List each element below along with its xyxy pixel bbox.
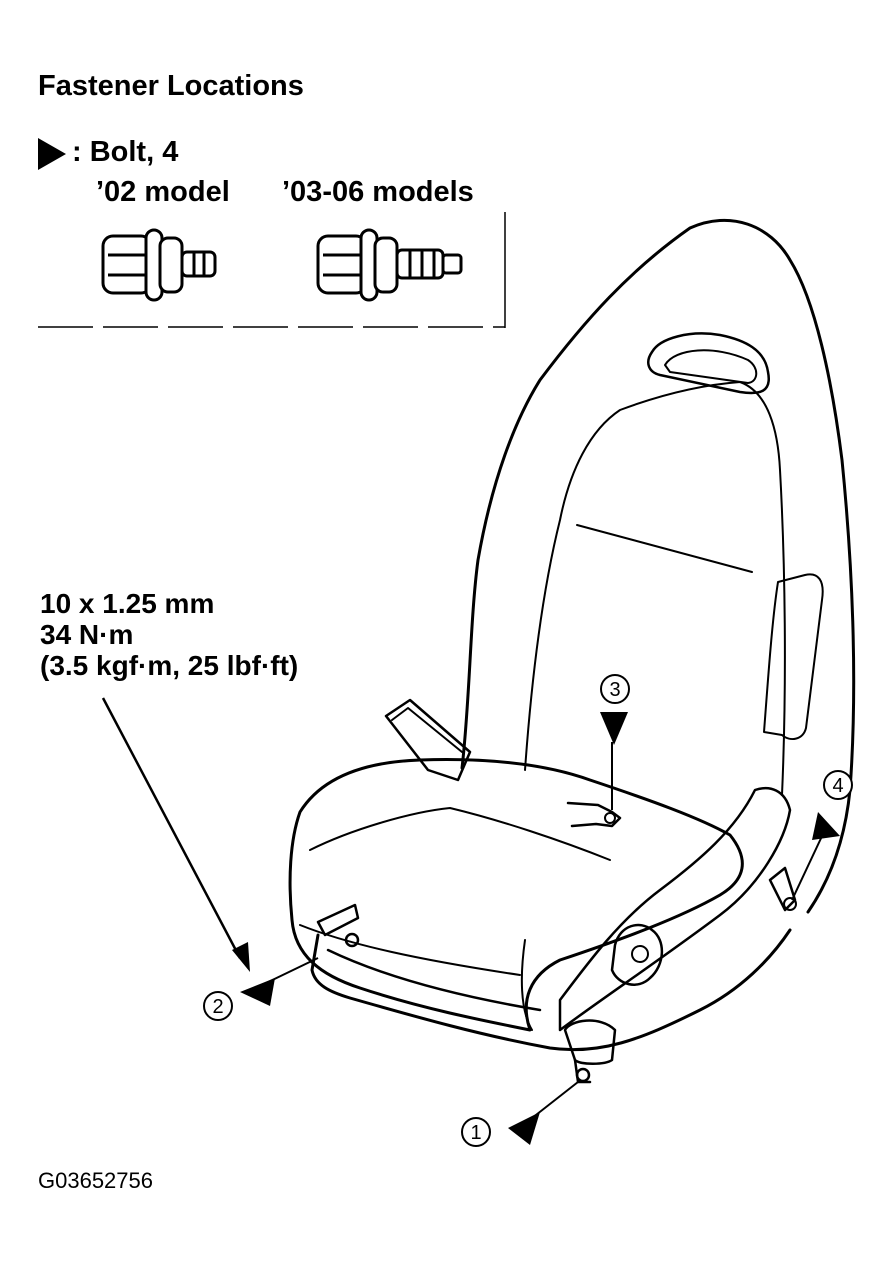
front-left-bracket bbox=[316, 903, 360, 937]
callout-3-label: 3 bbox=[609, 679, 620, 701]
torque-spec-imperial: (3.5 kgf·m, 25 lbf·ft) bbox=[40, 650, 299, 681]
callout-2-pointer-icon bbox=[240, 978, 275, 1006]
legend-pointer-icon bbox=[38, 138, 66, 170]
callout-3: 3 bbox=[600, 674, 630, 704]
rear-right-bracket bbox=[768, 866, 797, 912]
seat-rail-frame bbox=[310, 928, 792, 1052]
figure-id: G03652756 bbox=[38, 1168, 153, 1193]
seat-illustration bbox=[288, 218, 856, 1084]
callout-1-label: 1 bbox=[470, 1122, 481, 1144]
model-02-label: ’02 model bbox=[96, 176, 230, 208]
seat-belt-buckle bbox=[384, 698, 472, 782]
callout-4: 4 bbox=[823, 770, 853, 800]
seat-cushion bbox=[288, 758, 744, 1032]
legend-text: : Bolt, 4 bbox=[72, 136, 179, 168]
callout-1-pointer-icon bbox=[508, 1112, 540, 1145]
seatback-inner-panel bbox=[524, 381, 786, 796]
side-vent-slot bbox=[763, 573, 824, 741]
front-right-bracket bbox=[563, 1019, 617, 1065]
callout-4-pointer-icon bbox=[812, 812, 840, 840]
seatback-outline bbox=[460, 218, 856, 914]
callout-1: 1 bbox=[461, 1117, 491, 1147]
rear-latch bbox=[566, 801, 622, 828]
callout-2: 2 bbox=[203, 991, 233, 1021]
callout-4-label: 4 bbox=[832, 775, 843, 797]
recliner-housing bbox=[558, 786, 792, 1032]
bolt-02-model-icon bbox=[101, 228, 217, 302]
model-03-06-label: ’03-06 models bbox=[282, 176, 474, 208]
headrest-opening bbox=[647, 332, 771, 395]
torque-spec-nm: 34 N·m bbox=[40, 619, 134, 650]
torque-arrow-icon bbox=[232, 942, 250, 972]
bolt-03-06-models-icon bbox=[316, 228, 463, 302]
torque-leader-line bbox=[101, 697, 242, 959]
callout-2-label: 2 bbox=[212, 996, 223, 1018]
torque-spec-thread: 10 x 1.25 mm bbox=[40, 588, 215, 619]
diagram-title: Fastener Locations bbox=[38, 70, 304, 102]
recliner-knob bbox=[610, 923, 664, 986]
callout-3-pointer-icon bbox=[600, 712, 628, 745]
